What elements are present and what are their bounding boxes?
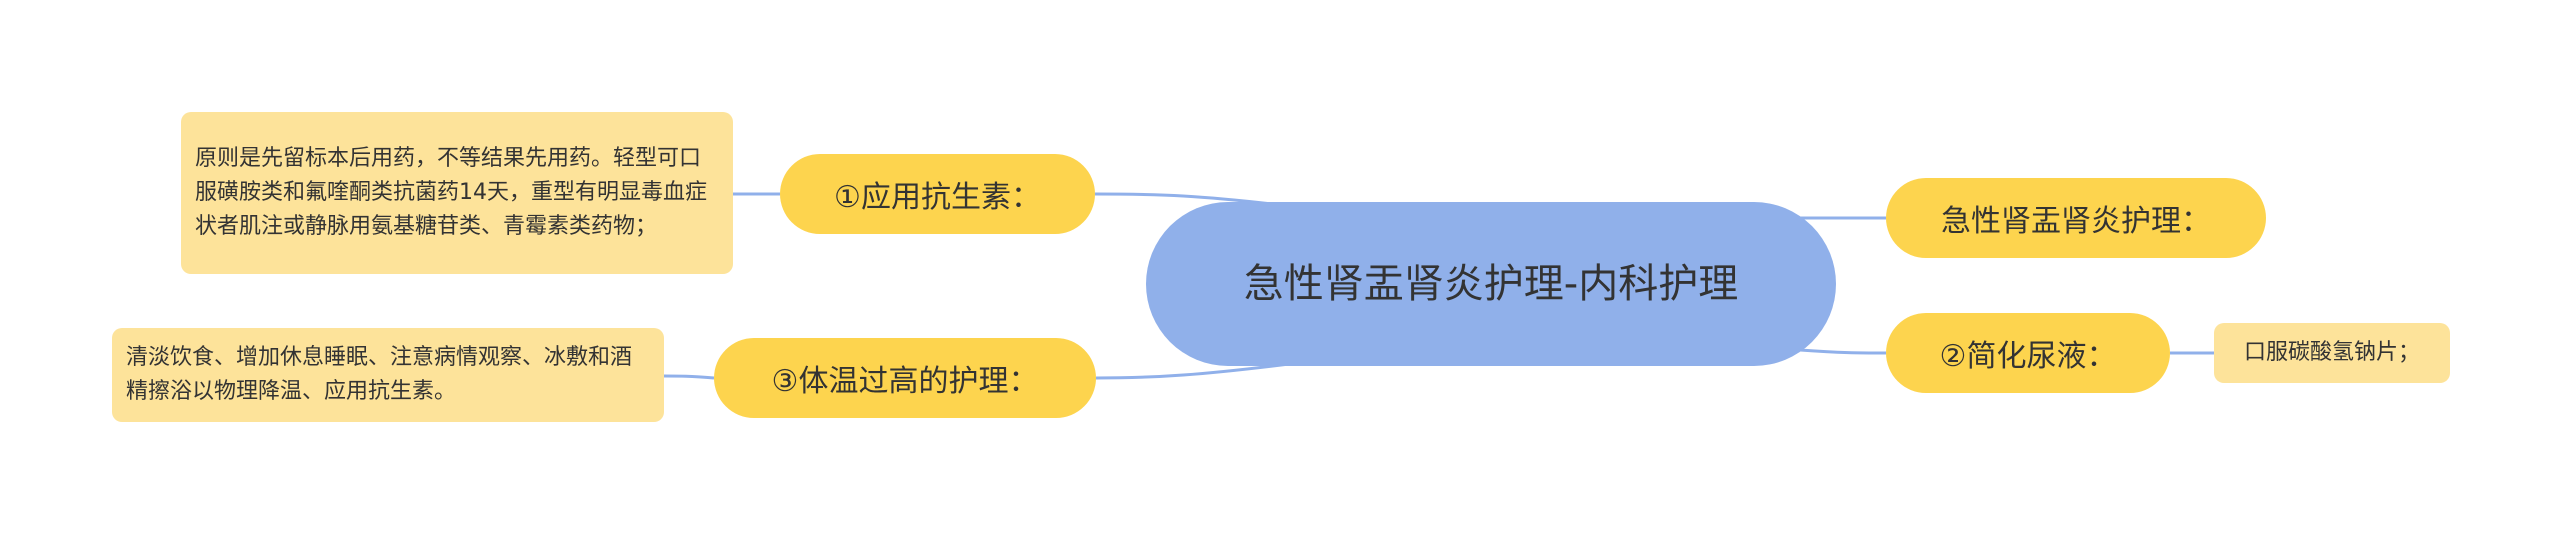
branch-urine[interactable]: ②简化尿液：	[1886, 313, 2170, 393]
leaf-urine-text: 口服碳酸氢钠片；	[2243, 340, 2420, 365]
branch-nursing[interactable]: 急性肾盂肾炎护理：	[1886, 178, 2266, 258]
leaf-antibiotic-text: 原则是先留标本后用药，不等结果先用药。轻型可口服磺胺类和氟喹酮类抗菌药14天，重…	[195, 146, 707, 239]
branch-fever-label: ③体温过高的护理：	[771, 364, 1039, 399]
branch-antibiotic[interactable]: ①应用抗生素：	[780, 154, 1095, 234]
connector-root-urine	[1799, 348, 1887, 355]
branch-antibiotic-label: ①应用抗生素：	[834, 180, 1041, 215]
branch-fever[interactable]: ③体温过高的护理：	[714, 338, 1096, 418]
leaf-antibiotic[interactable]: 原则是先留标本后用药，不等结果先用药。轻型可口服磺胺类和氟喹酮类抗菌药14天，重…	[181, 112, 733, 274]
root-node[interactable]: 急性肾盂肾炎护理-内科护理	[1146, 202, 1836, 366]
leaf-fever-text: 清淡饮食、增加休息睡眠、注意病情观察、冰敷和酒精擦浴以物理降温、应用抗生素。	[126, 345, 633, 404]
connector-fever-leaf	[663, 374, 715, 380]
root-label: 急性肾盂肾炎护理-内科护理	[1243, 261, 1739, 307]
branch-nursing-label: 急性肾盂肾炎护理：	[1941, 204, 2211, 239]
leaf-urine[interactable]: 口服碳酸氢钠片；	[2214, 323, 2450, 383]
leaf-fever[interactable]: 清淡饮食、增加休息睡眠、注意病情观察、冰敷和酒精擦浴以物理降温、应用抗生素。	[112, 328, 664, 422]
branch-urine-label: ②简化尿液：	[1939, 339, 2117, 374]
